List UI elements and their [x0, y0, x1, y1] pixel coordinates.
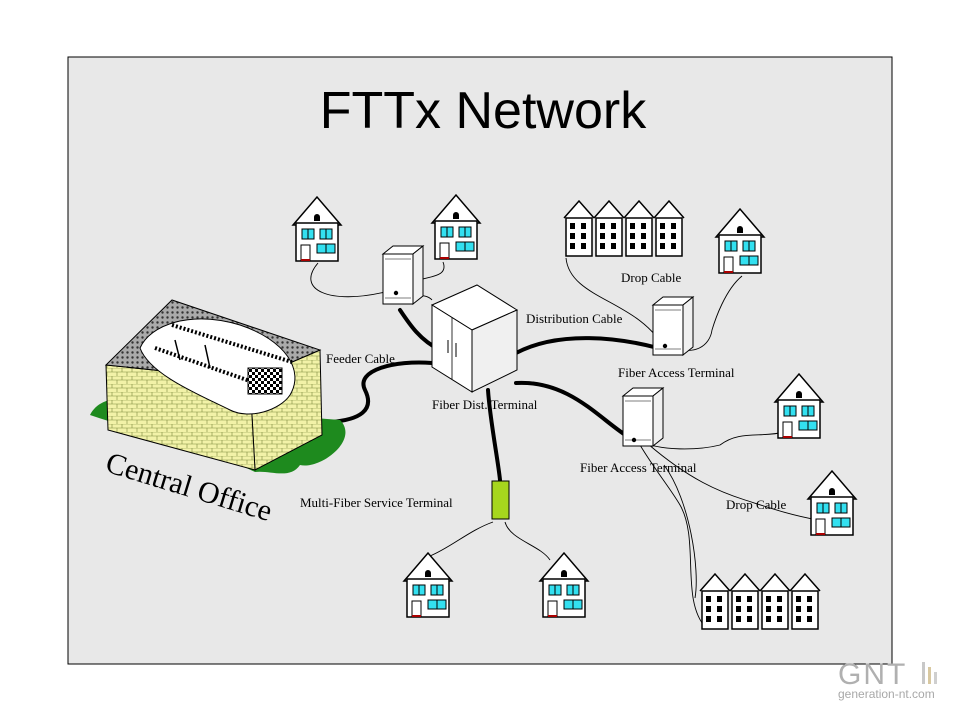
watermark: GNT generation-nt.com	[838, 658, 937, 701]
fiber-dist-terminal-cabinet	[430, 284, 519, 393]
watermark-brand: GNT	[838, 658, 907, 691]
pedestal-terminal-feeder	[382, 245, 424, 305]
terminal-port-dot	[393, 290, 399, 296]
multi-fiber-service-terminal-box	[491, 480, 510, 520]
watermark-bar-icon	[934, 672, 937, 684]
label-drop-cable-top: Drop Cable	[621, 270, 682, 285]
trunk-cables	[328, 308, 660, 482]
label-fiber-access-terminal-1: Fiber Access Terminal	[618, 365, 735, 380]
central-office-building	[90, 299, 346, 474]
drop-cables	[310, 257, 819, 629]
terminal-port-dot	[662, 343, 668, 349]
terminal-port-dot	[631, 437, 637, 443]
fiber-access-terminal-2-box	[622, 387, 664, 447]
watermark-site: generation-nt.com	[838, 687, 935, 701]
label-multi-fiber-service-terminal: Multi-Fiber Service Terminal	[300, 495, 453, 510]
label-fiber-access-terminal-2: Fiber Access Terminal	[580, 460, 697, 475]
watermark-bar-icon	[922, 662, 925, 684]
diagram-title: FTTx Network	[320, 82, 647, 140]
label-drop-cable-right: Drop Cable	[726, 497, 787, 512]
label-fiber-dist-terminal: Fiber Dist. Terminal	[432, 397, 538, 412]
watermark-bar-icon	[928, 667, 931, 684]
fiber-access-terminal-1-box	[652, 296, 694, 356]
label-distribution-cable: Distribution Cable	[526, 311, 623, 326]
label-feeder-cable: Feeder Cable	[326, 351, 395, 366]
